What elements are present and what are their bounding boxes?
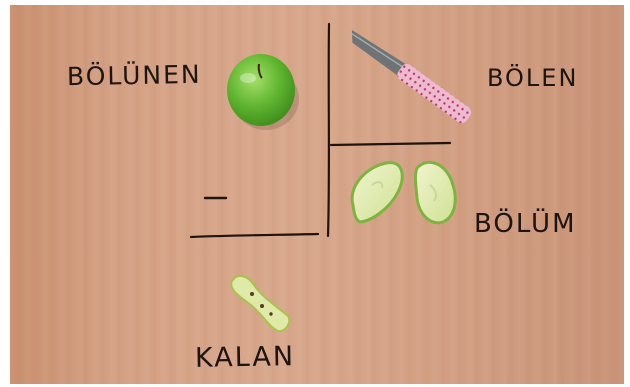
subtraction-line [189,232,320,239]
division-bracket [189,22,452,239]
bracket-horizontal-line [329,141,452,147]
green-apple-icon [227,54,299,130]
remainder-label: KALAN [194,341,296,374]
apple-slice-icon [350,160,457,225]
knife-icon [351,30,472,124]
divisor-label: BÖLEN [487,64,579,92]
quotient-label: BÖLÜM [474,209,577,239]
apple-core-icon [230,274,291,333]
bracket-vertical-line [326,22,331,238]
dividend-label: BÖLÜNEN [66,59,202,92]
